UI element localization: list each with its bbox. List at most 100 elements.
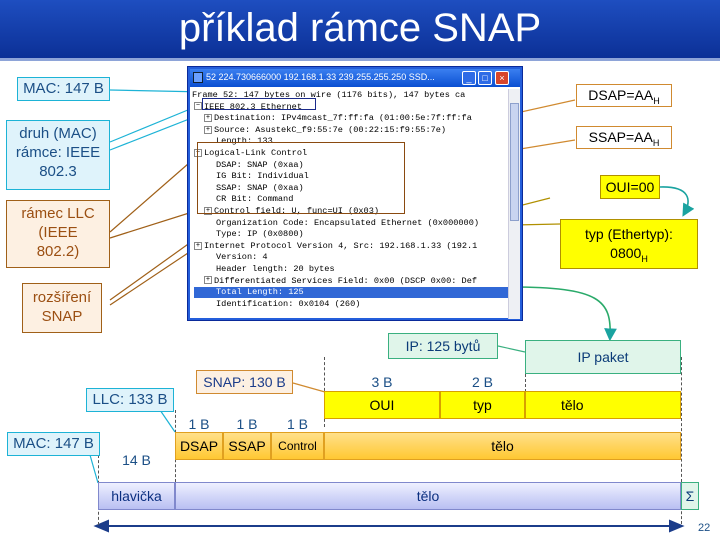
packet-tree-row[interactable]: +Control field: U, func=UI (0x03) <box>204 206 508 217</box>
snap-size-label: SNAP: 130 B <box>196 370 293 394</box>
llc-size-label: LLC: 133 B <box>86 388 174 412</box>
ssap-callout-sub: H <box>652 137 660 148</box>
ip-bytes-pointer <box>497 345 526 353</box>
llc-frame-line-2: (IEEE <box>38 224 78 241</box>
frame-type-line-1: druh (MAC) <box>19 125 97 142</box>
type-segment-text: typ <box>473 397 492 413</box>
packet-tree-row[interactable]: Type: IP (0x0800) <box>204 229 508 240</box>
dsap-segment-text: DSAP <box>179 438 219 454</box>
oui-segment: OUI <box>324 391 440 419</box>
packet-tree-row[interactable]: Header length: 20 bytes <box>204 264 508 275</box>
dsap-size-label: 1 B <box>188 416 210 432</box>
llc-size-text: LLC: 133 B <box>92 391 168 408</box>
wireshark-app-icon <box>193 72 203 83</box>
scrollbar-thumb[interactable] <box>510 103 519 221</box>
ethertype-sub: H <box>641 253 648 264</box>
packet-tree-row[interactable]: DSAP: SNAP (0xaa) <box>204 160 508 171</box>
oui-callout-text: OUI=00 <box>605 179 655 195</box>
expand-toggle-icon[interactable]: + <box>204 206 212 215</box>
vertical-scrollbar[interactable] <box>508 89 520 319</box>
maximize-button[interactable]: □ <box>478 71 492 85</box>
collapse-toggle-icon[interactable]: − <box>194 102 202 111</box>
packet-tree-row[interactable]: Frame 52: 147 bytes on wire (1176 bits),… <box>192 90 508 101</box>
dsap-segment: DSAP <box>175 432 223 460</box>
dsap-callout-text: DSAP=AA <box>588 87 654 103</box>
oui-size-label: 3 B <box>371 374 393 390</box>
packet-tree-row-text: Frame 52: 147 bytes on wire (1176 bits),… <box>192 90 466 100</box>
packet-tree-row-text: Logical-Link Control <box>204 148 308 158</box>
ip-packet-box: IP paket <box>525 340 681 374</box>
mac-size-text: MAC: 147 B <box>23 80 104 97</box>
packet-tree-row[interactable]: Identification: 0x0104 (260) <box>204 299 508 310</box>
mac-header-text: hlavička <box>111 488 162 504</box>
ssap-size-label: 1 B <box>236 416 258 432</box>
packet-tree-row-text: Source: AsustekC_f9:55:7e (00:22:15:f9:5… <box>214 124 447 135</box>
packet-tree-row[interactable]: +Destination: IPv4mcast_7f:ff:fa (01:00:… <box>204 113 508 124</box>
header-size-label: 14 B <box>122 452 151 468</box>
llc-body-segment: tělo <box>324 432 681 460</box>
fcs-sigma-text: Σ <box>685 488 695 504</box>
packet-tree-row[interactable]: +Source: AsustekC_f9:55:7e (00:22:15:f9:… <box>204 125 508 136</box>
mac-size-callout: MAC: 147 B <box>17 77 110 101</box>
packet-tree-row[interactable]: Version: 4 <box>204 252 508 263</box>
minimize-button[interactable]: _ <box>462 71 476 85</box>
snap-body-segment: tělo <box>525 391 681 419</box>
expand-toggle-icon[interactable]: + <box>204 276 212 285</box>
llc-frame-line-1: rámec LLC <box>21 205 95 222</box>
packet-tree-row-text: Length: 133 <box>216 136 273 147</box>
ip-bytes-text: IP: 125 bytů <box>405 338 481 354</box>
packet-tree-row[interactable]: IG Bit: Individual <box>204 171 508 182</box>
total-length-arrow <box>509 286 617 342</box>
dsap-callout-sub: H <box>653 95 660 106</box>
snap-extension-line-1: rozšíření <box>32 289 92 306</box>
ethertype-line-1: typ (Ethertyp): <box>585 226 673 242</box>
ethertype-callout: typ (Ethertyp): 0800H <box>560 219 698 269</box>
packet-tree-row[interactable]: CR Bit: Command <box>204 194 508 205</box>
type-segment: typ <box>440 391 525 419</box>
mac-label-pointer <box>89 454 99 484</box>
packet-tree-row[interactable]: Organization Code: Encapsulated Ethernet… <box>204 218 508 229</box>
control-segment: Control <box>271 432 324 460</box>
snap-label-pointer <box>292 382 326 393</box>
packet-tree-row[interactable]: +Differentiated Services Field: 0x00 (DS… <box>204 276 508 287</box>
snap-extension-line-2: SNAP <box>41 308 83 325</box>
packet-tree-row[interactable]: Total Length: 125 <box>194 287 508 299</box>
ethernet-outline <box>202 98 316 110</box>
packet-tree-row-text: Control field: U, func=UI (0x03) <box>214 206 380 216</box>
packet-tree-row[interactable]: −IEEE 802.3 Ethernet <box>194 102 508 113</box>
packet-tree[interactable]: Frame 52: 147 bytes on wire (1176 bits),… <box>192 89 508 319</box>
frame-type-line-2: rámce: IEEE <box>15 144 101 161</box>
ssap-callout: SSAP=AAH <box>576 126 672 149</box>
window-title: 52 224.730666000 192.168.1.33 239.255.25… <box>206 72 435 82</box>
snap-size-text: SNAP: 130 B <box>203 374 286 390</box>
close-button[interactable]: × <box>495 71 509 85</box>
packet-tree-row-text: IG Bit: Individual <box>216 171 309 182</box>
packet-tree-row[interactable]: SSAP: SNAP (0xaa) <box>204 183 508 194</box>
expand-toggle-icon[interactable]: + <box>204 113 212 122</box>
slide-title: příklad rámce SNAP <box>178 6 542 50</box>
frame-type-line-3: 802.3 <box>39 163 77 180</box>
mac-body-text: tělo <box>416 488 440 504</box>
packet-tree-row-text: Internet Protocol Version 4, Src: 192.16… <box>204 240 478 251</box>
window-titlebar[interactable]: 52 224.730666000 192.168.1.33 239.255.25… <box>190 69 520 87</box>
llc-frame-line-3: 802.2) <box>36 243 80 260</box>
packet-tree-row-text: Identification: 0x0104 (260) <box>216 298 361 309</box>
expand-toggle-icon[interactable]: + <box>194 241 202 250</box>
type-size-label: 2 B <box>471 374 493 390</box>
packet-tree-row-text: CR Bit: Command <box>216 194 294 205</box>
separator-ip-left <box>525 374 526 392</box>
expand-toggle-icon[interactable]: + <box>204 125 212 134</box>
ssap-segment: SSAP <box>223 432 271 460</box>
ethertype-line-2: 0800 <box>610 245 642 261</box>
packet-tree-row[interactable]: Length: 133 <box>204 136 508 147</box>
packet-tree-row-text: Destination: IPv4mcast_7f:ff:fa (01:00:5… <box>214 113 472 124</box>
packet-tree-row-text: Organization Code: Encapsulated Ethernet… <box>216 217 480 228</box>
packet-tree-row-text: Total Length: 125 <box>216 287 304 298</box>
packet-tree-row[interactable]: +Internet Protocol Version 4, Src: 192.1… <box>194 241 508 252</box>
dsap-callout: DSAP=AAH <box>576 84 672 107</box>
packet-tree-row-text: Version: 4 <box>216 252 268 263</box>
control-size-label: 1 B <box>286 416 308 432</box>
fcs-segment: Σ <box>681 482 699 510</box>
mac-frame-size-text: MAC: 147 B <box>13 435 94 452</box>
